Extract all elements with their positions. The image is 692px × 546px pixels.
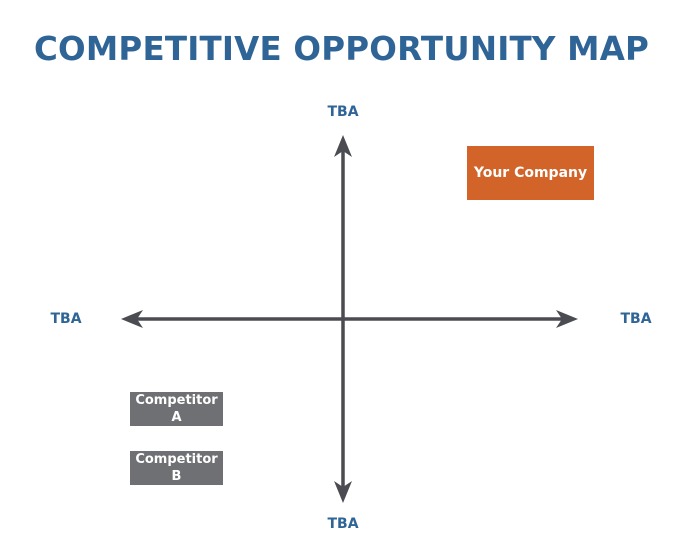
horizontal-axis (121, 310, 578, 328)
competitor-b-label: Competitor B (135, 452, 218, 484)
competitor-a-label: Competitor A (135, 393, 218, 425)
axis-label-top: TBA (327, 104, 359, 120)
axis-label-bottom: TBA (327, 516, 359, 532)
axis-label-left: TBA (50, 311, 82, 327)
your-company-box: Your Company (467, 146, 594, 200)
arrow-right-icon (556, 310, 578, 328)
arrow-up-icon (334, 135, 352, 157)
axis-label-right: TBA (620, 311, 652, 327)
arrow-left-icon (121, 310, 143, 328)
your-company-label: Your Company (473, 165, 588, 181)
competitor-b-box: Competitor B (130, 451, 223, 485)
arrow-down-icon (334, 481, 352, 503)
competitor-a-box: Competitor A (130, 392, 223, 426)
page-title: COMPETITIVE OPPORTUNITY MAP (34, 30, 650, 68)
